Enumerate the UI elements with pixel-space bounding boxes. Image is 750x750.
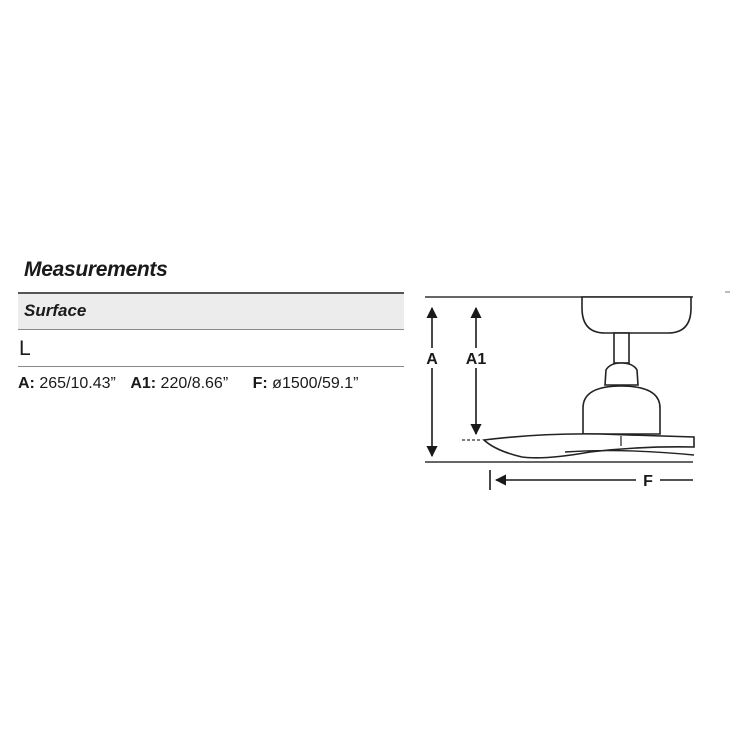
spec-a1-value: 220/8.66”: [160, 375, 229, 392]
motor-collar: [604, 362, 639, 386]
specs-line: A: 265/10.43” A1: 220/8.66” F: ø1500/59.…: [18, 375, 358, 393]
page-title: Measurements: [24, 258, 168, 281]
spec-a1-key: A1:: [130, 375, 157, 392]
surface-label: Surface: [24, 301, 87, 320]
spec-f-value: ø1500/59.1”: [272, 375, 359, 392]
fan-blade-lower: [564, 449, 695, 456]
surface-row: Surface: [18, 294, 404, 330]
model-row: L: [18, 330, 404, 367]
fan-blade: [482, 433, 695, 459]
model-label: L: [19, 337, 31, 360]
motor-body: [582, 385, 661, 435]
spec-a-key: A:: [18, 375, 35, 392]
spec-f-key: F:: [252, 375, 268, 392]
dimension-f-label: F: [643, 473, 653, 490]
header-rule: [18, 292, 404, 294]
dimension-a-label: A: [426, 351, 438, 368]
canopy-icon: [581, 296, 692, 334]
dimension-a1-label: A1: [466, 351, 487, 368]
spec-a-value: 265/10.43”: [39, 375, 116, 392]
downrod: [613, 332, 630, 364]
